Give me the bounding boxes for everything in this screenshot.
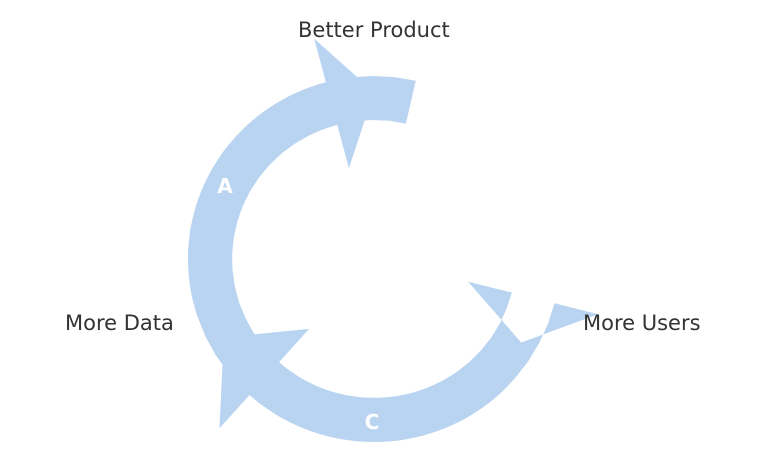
node-label-better-product: Better Product <box>298 18 450 42</box>
node-label-more-users: More Users <box>583 311 701 335</box>
arrow-segment-b <box>188 76 599 442</box>
node-label-more-data: More Data <box>65 311 174 335</box>
arrow-segment-c <box>219 328 510 442</box>
segment-letter-c: C <box>365 410 380 434</box>
segment-letter-b: B <box>515 174 530 198</box>
segment-letter-a: A <box>217 174 233 198</box>
